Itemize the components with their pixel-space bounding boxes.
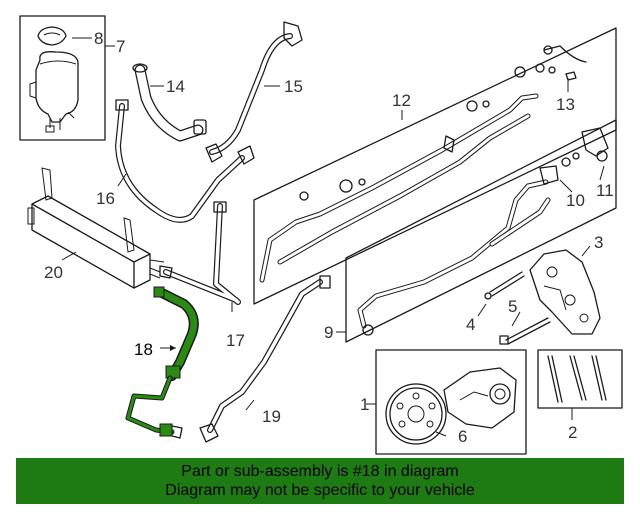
leader-lines bbox=[61, 37, 605, 437]
callout-3: 3 bbox=[594, 233, 603, 252]
callout-11: 11 bbox=[596, 181, 614, 200]
hose-14 bbox=[132, 63, 207, 142]
callout-labels: 8 7 14 15 16 12 13 10 11 3 5 4 9 20 17 1… bbox=[44, 29, 614, 446]
callout-19: 19 bbox=[262, 407, 281, 426]
panel-9 bbox=[345, 119, 617, 343]
line-16 bbox=[115, 99, 255, 223]
line-19 bbox=[199, 275, 331, 443]
callout-18: 18 bbox=[134, 340, 153, 359]
callout-1: 1 bbox=[360, 395, 369, 414]
line-17 bbox=[159, 201, 241, 305]
callout-15: 15 bbox=[284, 77, 303, 96]
banner-line-2: Diagram may not be specific to your vehi… bbox=[165, 482, 475, 499]
callout-7: 7 bbox=[116, 37, 125, 56]
cooler-20 bbox=[27, 167, 165, 289]
bracket-3 bbox=[529, 249, 601, 335]
callout-12: 12 bbox=[392, 91, 411, 110]
callout-4: 4 bbox=[466, 315, 475, 334]
callout-20: 20 bbox=[44, 263, 63, 282]
bolts-4-5 bbox=[484, 271, 551, 345]
panel-12 bbox=[253, 27, 617, 305]
callout-5: 5 bbox=[508, 297, 517, 316]
callout-10: 10 bbox=[566, 191, 585, 210]
callout-16: 16 bbox=[96, 189, 115, 208]
pump-panel-1 bbox=[375, 349, 527, 455]
callout-9: 9 bbox=[324, 323, 333, 342]
hose-18-highlighted bbox=[125, 286, 199, 439]
callout-14: 14 bbox=[166, 77, 185, 96]
callout-2: 2 bbox=[568, 423, 577, 442]
part-info-banner: Part or sub-assembly is #18 in diagram D… bbox=[16, 458, 624, 504]
banner-line-1: Part or sub-assembly is #18 in diagram bbox=[181, 463, 459, 480]
reservoir-panel bbox=[19, 15, 106, 141]
line-15 bbox=[205, 21, 303, 163]
callout-17: 17 bbox=[226, 331, 245, 350]
bolts-panel-2 bbox=[537, 349, 623, 409]
callout-13: 13 bbox=[556, 95, 575, 114]
callout-6: 6 bbox=[458, 427, 467, 446]
callout-8: 8 bbox=[94, 29, 103, 48]
